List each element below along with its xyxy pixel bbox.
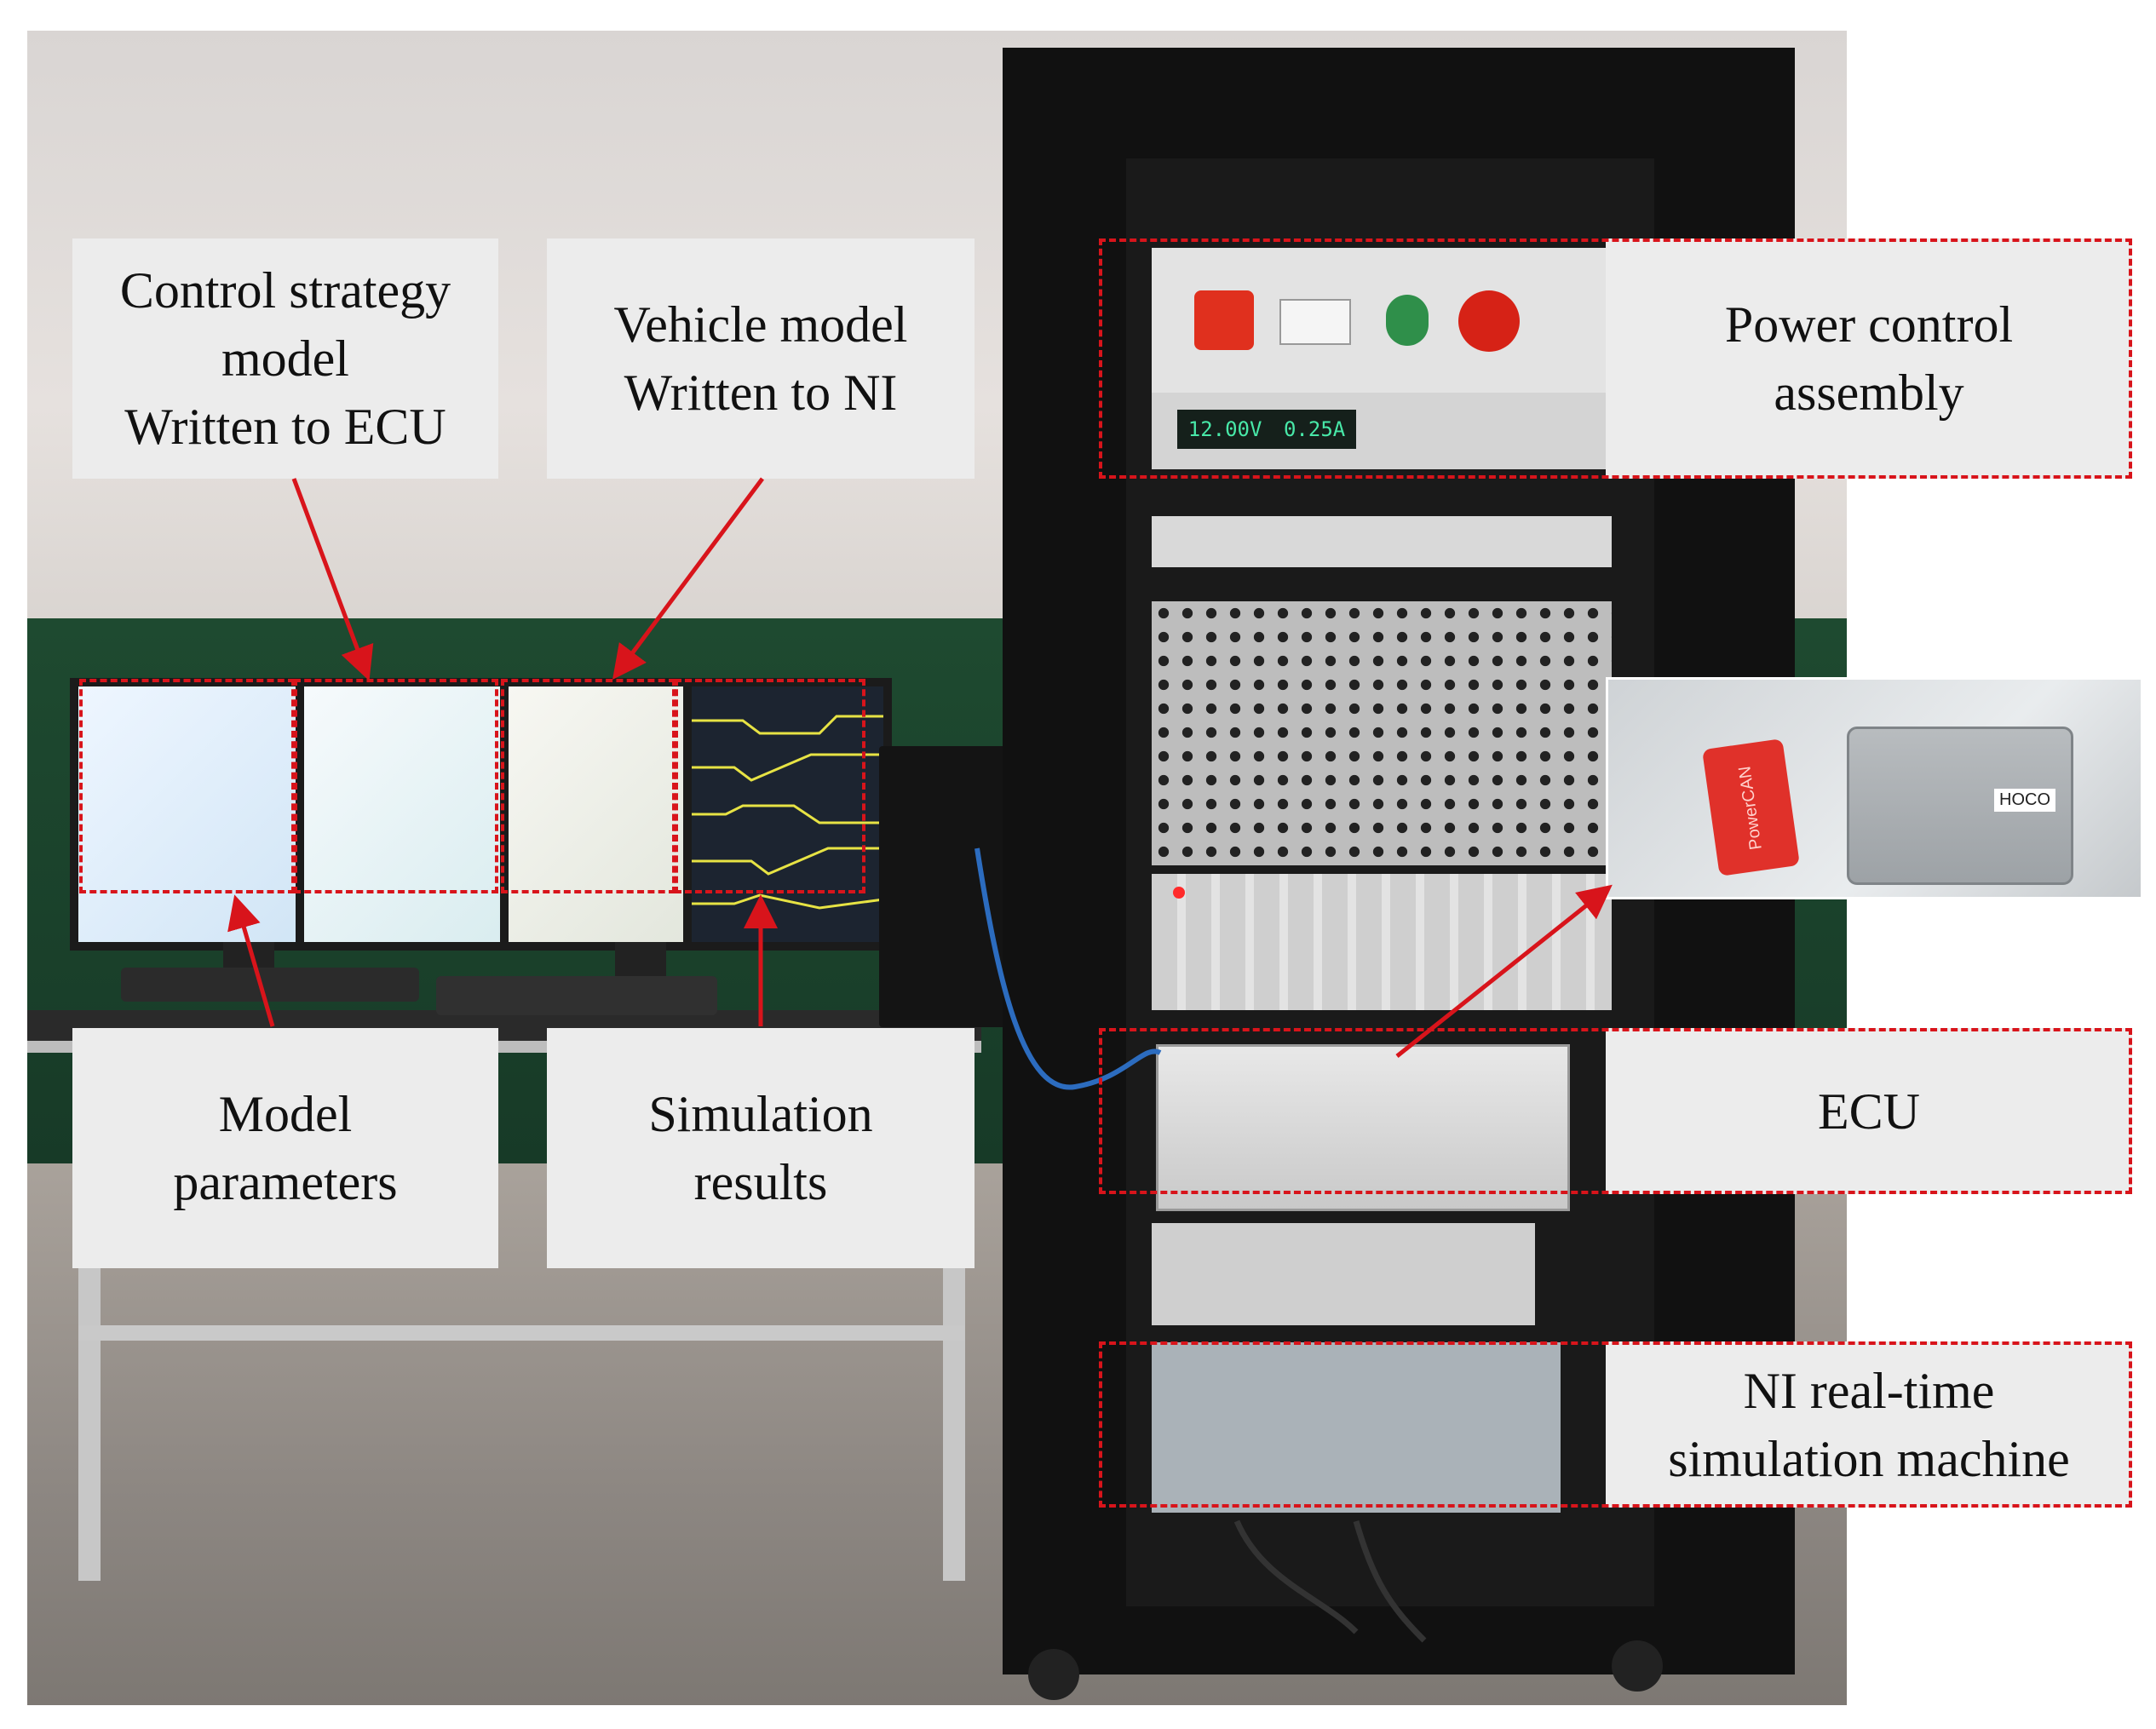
highlight-monitor-3 (501, 679, 676, 893)
breaker (1279, 299, 1351, 345)
highlight-monitor-1 (79, 679, 295, 893)
highlight-ecu (1099, 1028, 2132, 1194)
psu-current: 0.25A (1283, 417, 1346, 441)
blank-panel (1152, 516, 1612, 567)
power-supply-unit: 12.00V 0.25A (1152, 393, 1612, 469)
main-switch-knob (1194, 290, 1254, 350)
psu-voltage: 12.00V (1187, 417, 1262, 441)
start-button (1386, 295, 1429, 346)
ecu-module: HOCO (1847, 727, 2073, 885)
psu-display: 12.00V 0.25A (1177, 410, 1356, 449)
caster (1028, 1649, 1079, 1700)
cables (975, 847, 1427, 1643)
arrow-model-parameters (227, 894, 275, 1027)
highlight-monitor-2 (294, 679, 498, 893)
arrow-vehicle-model (612, 477, 765, 681)
highlight-ni-machine (1099, 1341, 2132, 1508)
blank-panel (1152, 1223, 1535, 1325)
desk-crossbar (78, 1325, 964, 1341)
label-control-strategy-model: Control strategy model Written to ECU (72, 238, 498, 479)
ecu-inset-photo: PowerCAN HOCO (1606, 677, 2143, 899)
terminal-panel (1152, 601, 1612, 865)
ecu-badge: HOCO (1994, 789, 2055, 812)
label-ecu: ECU (1606, 1028, 2132, 1194)
label-vehicle-model: Vehicle model Written to NI (547, 238, 975, 479)
power-panel-switches (1152, 248, 1612, 393)
highlight-power-control (1099, 238, 2132, 479)
ni-realtime-machine (1152, 1342, 1561, 1513)
arrow-control-strategy (291, 478, 374, 681)
ecu-enclosure (1156, 1044, 1570, 1211)
arrow-ecu-inset (1395, 884, 1613, 1058)
label-model-parameters: Model parameters (72, 1028, 498, 1268)
caster (1612, 1640, 1663, 1692)
monitor-2 (296, 678, 530, 951)
highlight-monitor-4 (675, 679, 865, 893)
keyboard (121, 968, 419, 1002)
emergency-stop (1458, 290, 1520, 352)
label-ni-simulation-machine: NI real-time simulation machine (1606, 1341, 2132, 1508)
keyboard (436, 976, 717, 1015)
io-card-chassis (1152, 874, 1612, 1010)
label-power-control-assembly: Power control assembly (1606, 238, 2132, 479)
label-simulation-results: Simulation results (547, 1028, 975, 1268)
status-led (1173, 887, 1185, 899)
